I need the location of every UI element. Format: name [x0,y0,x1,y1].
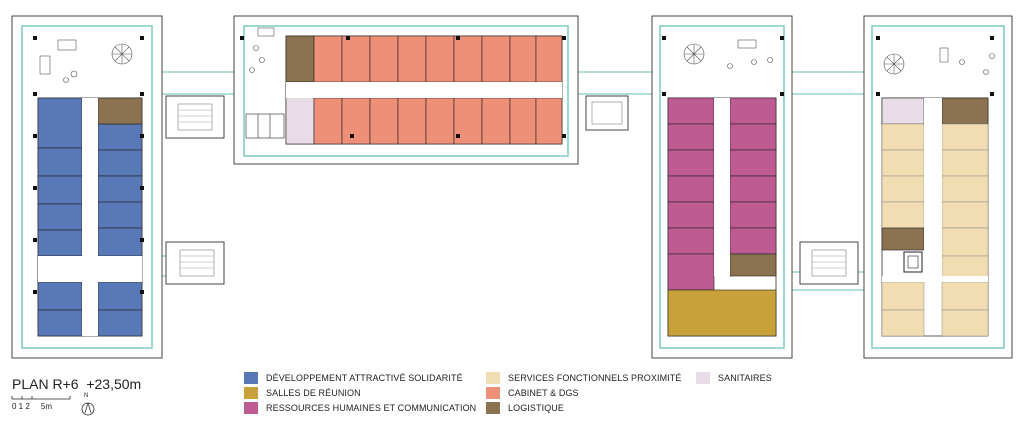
building-services [863,15,1013,359]
legend-swatch-logistique [486,402,500,414]
north-arrow-icon [81,402,95,416]
corridor-left-vertical [82,98,98,336]
legend: DÉVELOPPEMENT ATTRACTIVÉ SOLIDARITÉ SALL… [244,371,804,419]
logistique-room-rh [729,253,777,277]
legend-item-salles: SALLES DE RÉUNION [244,386,361,400]
scale-label: 0 1 2 5m [12,402,53,411]
scale-bar [11,396,71,400]
cabinet-offices-top [313,35,563,83]
legend-swatch-cabinet [486,387,500,399]
legend-label-salles: SALLES DE RÉUNION [266,388,361,398]
plan-level: PLAN R+6 [12,376,79,392]
cabinet-offices-bottom [313,97,563,145]
logistique-room-left [97,97,143,125]
corridor-center [286,82,562,98]
legend-label-developpement: DÉVELOPPEMENT ATTRACTIVÉ SOLIDARITÉ [266,373,463,383]
rh-offices-right [729,97,777,255]
legend-item-developpement: DÉVELOPPEMENT ATTRACTIVÉ SOLIDARITÉ [244,371,463,385]
legend-item-cabinet: CABINET & DGS [486,386,579,400]
building-center [233,15,579,165]
stair-core-4 [799,241,859,285]
legend-label-sanitaires: SANITAIRES [718,373,772,383]
corridor-left-horizontal [38,256,142,282]
stair-core-2 [165,241,225,285]
sanitaires-services [881,97,925,125]
corridor-rh [714,98,730,276]
legend-swatch-sanitaires [696,372,710,384]
rh-offices-left [667,97,715,291]
logistique-room-center [285,35,315,83]
columns-services [876,36,994,96]
services-offices-right [941,123,989,337]
legend-label-logistique: LOGISTIQUE [508,403,565,413]
dev-offices-left [37,97,83,337]
services-offices-left [881,123,925,337]
salle-reunion [667,289,777,337]
stair-core-3 [585,95,629,131]
furniture-left [39,39,133,83]
columns-left [33,36,144,294]
legend-swatch-salles [244,387,258,399]
columns-center [240,36,566,138]
furniture-rh [683,39,773,69]
legend-swatch-services [486,372,500,384]
elevator-services [903,251,923,273]
plan-elevation: +23,50m [86,376,142,392]
legend-label-services: SERVICES FONCTIONNELS PROXIMITÉ [508,373,682,383]
logistique-room-services [881,227,925,251]
elevators-center [245,113,285,139]
corridor-services [924,98,942,276]
legend-label-cabinet: CABINET & DGS [508,388,579,398]
legend-item-services: SERVICES FONCTIONNELS PROXIMITÉ [486,371,681,385]
furniture-center [249,27,275,73]
legend-swatch-developpement [244,372,258,384]
legend-swatch-rh [244,402,258,414]
legend-label-rh: RESSOURCES HUMAINES ET COMMUNICATION [266,403,477,413]
logistique-room-services-top [941,97,989,125]
legend-item-sanitaires: SANITAIRES [696,371,772,385]
stair-core-1 [165,95,225,139]
legend-item-logistique: LOGISTIQUE [486,401,564,415]
furniture-services [883,47,995,75]
dev-offices-right [97,123,143,337]
legend-item-rh: RESSOURCES HUMAINES ET COMMUNICATION [244,401,476,415]
north-label: N [84,393,89,399]
columns-rh [662,36,784,96]
plan-title: PLAN R+6 +23,50m [12,376,141,392]
building-rh [651,15,793,359]
building-left [11,15,163,359]
corridor-services-horizontal [882,276,988,282]
